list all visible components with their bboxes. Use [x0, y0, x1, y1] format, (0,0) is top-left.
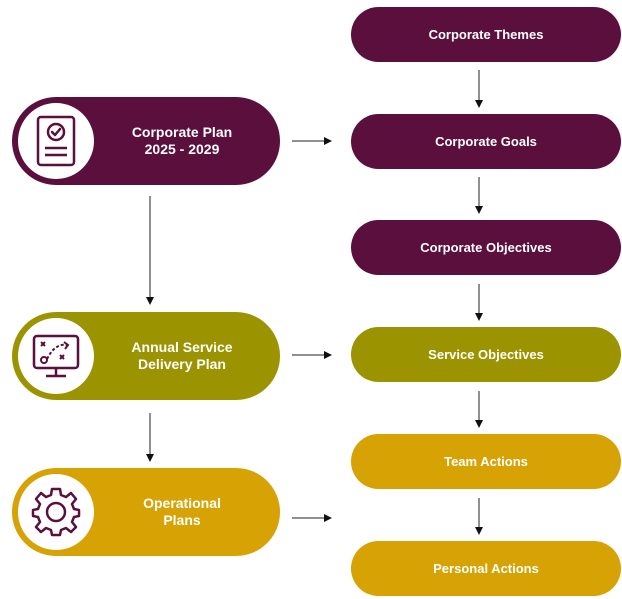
annual-service-line2: Delivery Plan — [138, 356, 226, 372]
annual-service-line1: Annual Service — [131, 339, 233, 355]
operational-plans-line2: Plans — [163, 512, 201, 528]
operational-plans-label: Operational Plans — [100, 468, 264, 556]
gear-icon — [18, 474, 94, 550]
document-check-icon — [18, 103, 94, 179]
corporate-plan-title: Corporate Plan — [131, 124, 233, 140]
operational-plans-line1: Operational — [143, 495, 221, 511]
service-objectives-block: Service Objectives — [351, 327, 621, 382]
annual-service-delivery-plan-block: Annual Service Delivery Plan — [12, 312, 280, 400]
operational-plans-block: Operational Plans — [12, 468, 280, 556]
personal-actions-block: Personal Actions — [351, 541, 621, 596]
corporate-plan-years: 2025 - 2029 — [144, 141, 220, 157]
corporate-objectives-block: Corporate Objectives — [351, 220, 621, 275]
corporate-goals-block: Corporate Goals — [351, 114, 621, 169]
team-actions-block: Team Actions — [351, 434, 621, 489]
strategy-board-icon — [18, 318, 94, 394]
annual-service-delivery-plan-label: Annual Service Delivery Plan — [100, 312, 264, 400]
corporate-plan-block: Corporate Plan 2025 - 2029 — [12, 97, 280, 185]
corporate-themes-block: Corporate Themes — [351, 7, 621, 62]
corporate-plan-label: Corporate Plan 2025 - 2029 — [100, 97, 264, 185]
